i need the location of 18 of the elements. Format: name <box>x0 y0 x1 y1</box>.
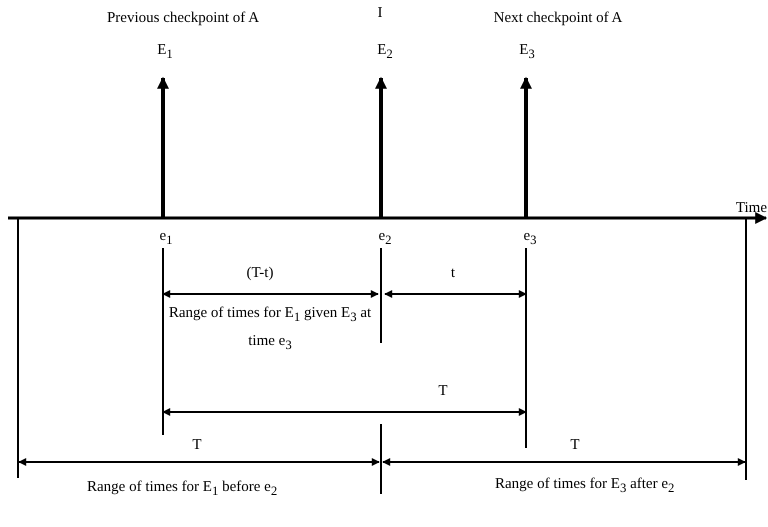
dimension-label: T <box>438 383 448 400</box>
dimension-label: t <box>450 265 456 282</box>
time-mark: e$_{3}$ <box>523 228 537 248</box>
event-description: Next checkpoint of A <box>494 10 622 26</box>
event-name: E$_{1}$ <box>157 42 173 62</box>
event-name: E$_{2}$ <box>377 42 393 62</box>
axis-label: Time <box>736 200 767 216</box>
event-name: E$_{3}$ <box>519 42 535 62</box>
range-description: Range of times for E$_{1}$ before e$_{2}$ <box>87 478 278 500</box>
dimension-label: T <box>192 437 202 454</box>
range-description: Range of times for E$_{1}$ given E$_{3}$ at time e$_{3}$ <box>168 304 372 354</box>
event-description: I <box>378 5 382 22</box>
time-mark: e$_{2}$ <box>378 228 392 248</box>
event-description: Previous checkpoint of A <box>106 10 260 26</box>
range-description: Range of times for E$_{3}$ after e$_{2}$ <box>495 475 676 497</box>
time-mark: e$_{1}$ <box>159 228 173 248</box>
dimension-label: T <box>570 437 580 454</box>
dimension-label: (T-t) <box>246 265 274 282</box>
